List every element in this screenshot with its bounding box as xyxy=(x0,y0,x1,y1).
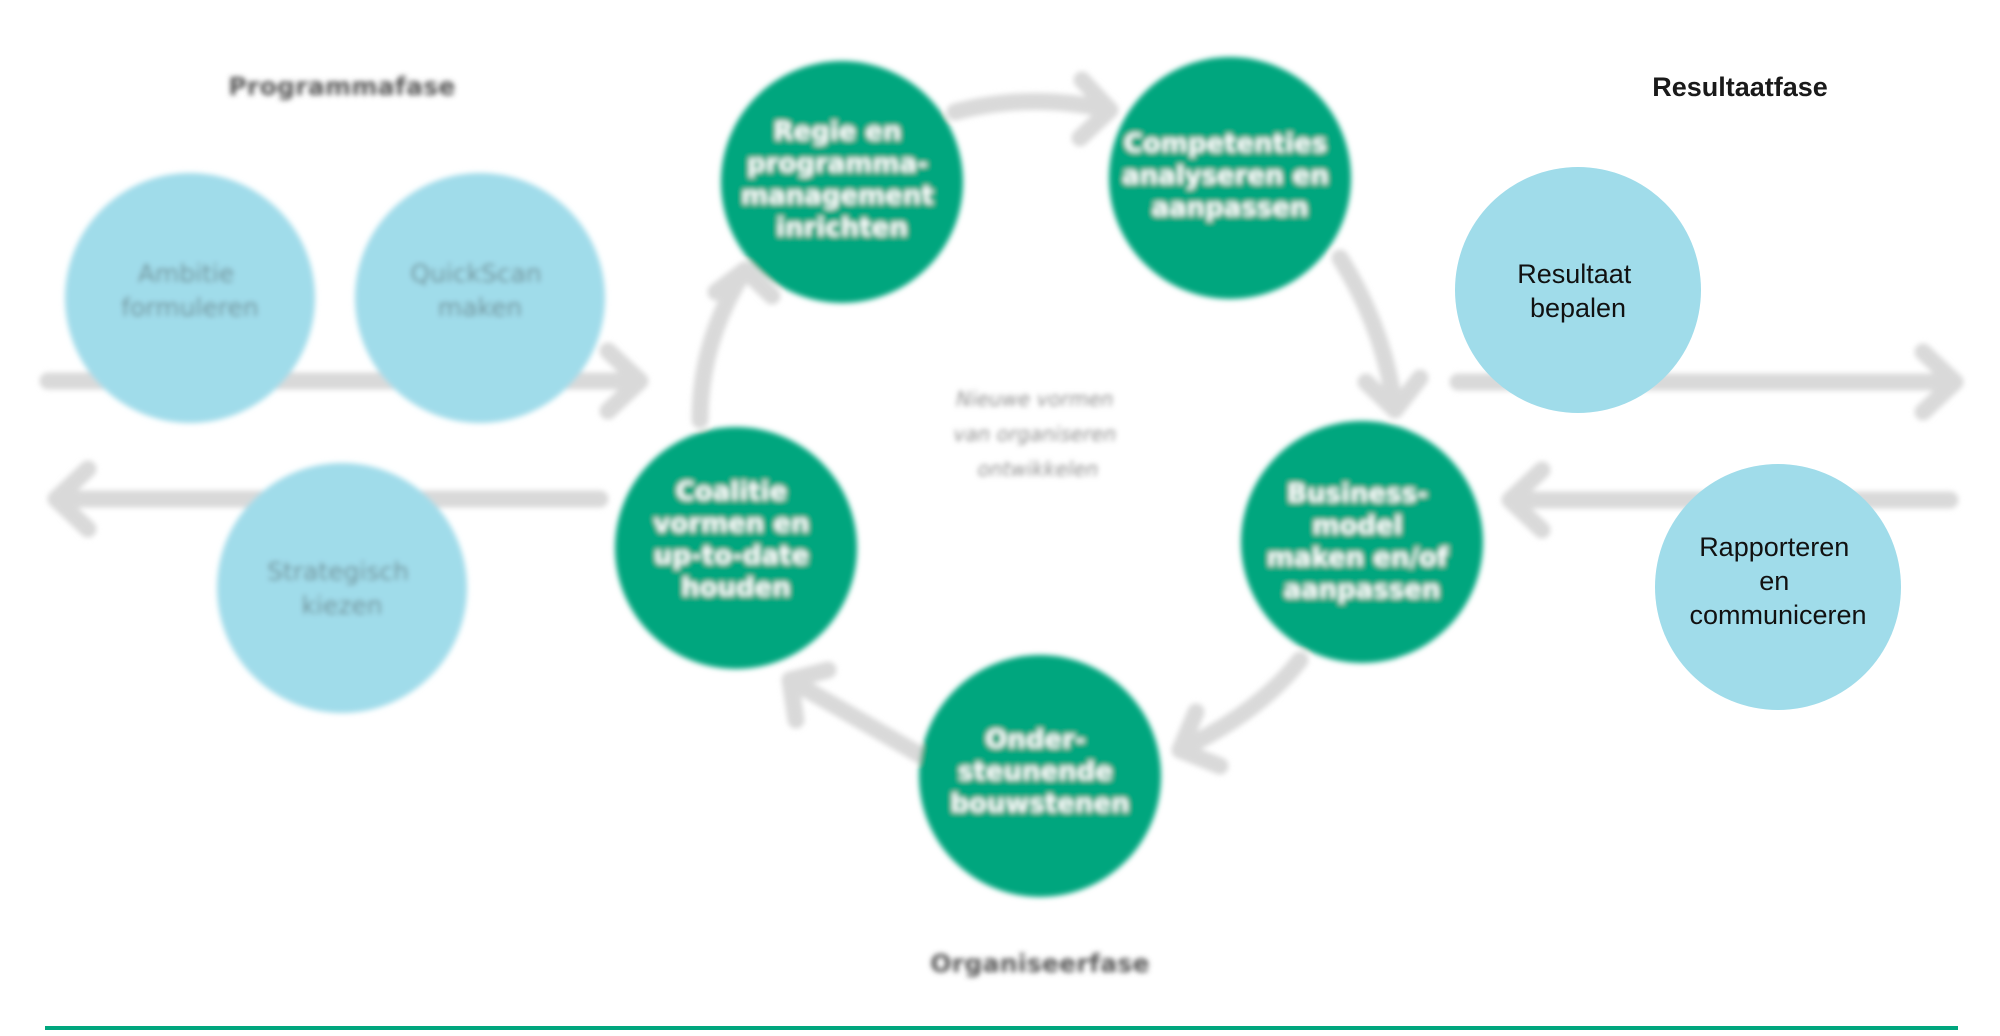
cycle-label-onder: Onder- steunende bouwstenen xyxy=(950,725,1129,819)
cycle-circle-competenties xyxy=(1109,57,1351,299)
step-circle-quickscan xyxy=(355,173,605,423)
step-circle-resultaat xyxy=(1455,167,1701,413)
step-circle-ambitie xyxy=(65,173,315,423)
step-circle-rapporteren xyxy=(1655,464,1901,710)
cycle-label-business: Business- model maken en/of aanpassen xyxy=(1267,479,1457,605)
step-circle-strategisch xyxy=(217,463,467,713)
step-label-ambitie: Ambitie formuleren xyxy=(121,259,258,322)
resultaat-phase: Resultaatfase Resultaat bepalen Rapporte… xyxy=(1455,72,1901,710)
phase-label-programma: Programmafase xyxy=(228,72,455,101)
cycle-circle-coalitie xyxy=(615,427,857,669)
organiseer-phase: Regie en programma- management inrichten… xyxy=(615,57,1483,978)
phase-label-organiseer: Organiseerfase xyxy=(930,949,1150,978)
cycle-label-coalitie: Coalitie vormen en up-to-date houden xyxy=(653,477,818,603)
cycle-arrow-competenties-business xyxy=(1331,249,1404,419)
cycle-circle-regie xyxy=(721,61,963,303)
cycle-circle-business xyxy=(1241,421,1483,663)
step-label-resultaat: Resultaat bepalen xyxy=(1517,259,1639,323)
step-label-rapporteren: Rapporteren en communiceren xyxy=(1689,532,1866,630)
cycle-arrow-business-onder xyxy=(1171,651,1309,759)
phase-label-resultaat: Resultaatfase xyxy=(1652,72,1828,102)
cycle-center-label: Nieuwe vormen van organiseren ontwikkele… xyxy=(953,387,1122,481)
cycle-label-competenties: Competenties analyseren en aanpassen xyxy=(1122,129,1338,223)
cycle-arrows xyxy=(691,71,1429,775)
programma-phase: Programmafase Ambitie formuleren QuickSc… xyxy=(39,72,649,713)
cycle-arrow-regie-competenties xyxy=(946,92,1119,121)
step-label-strategisch: Strategisch kiezen xyxy=(267,557,417,620)
step-label-quickscan: QuickScan maken xyxy=(410,259,549,322)
cycle-arrow-onder-coalitie xyxy=(781,671,929,764)
cycle-label-regie: Regie en programma- management inrichten xyxy=(741,117,943,243)
cycle-circle-onder xyxy=(919,655,1161,897)
